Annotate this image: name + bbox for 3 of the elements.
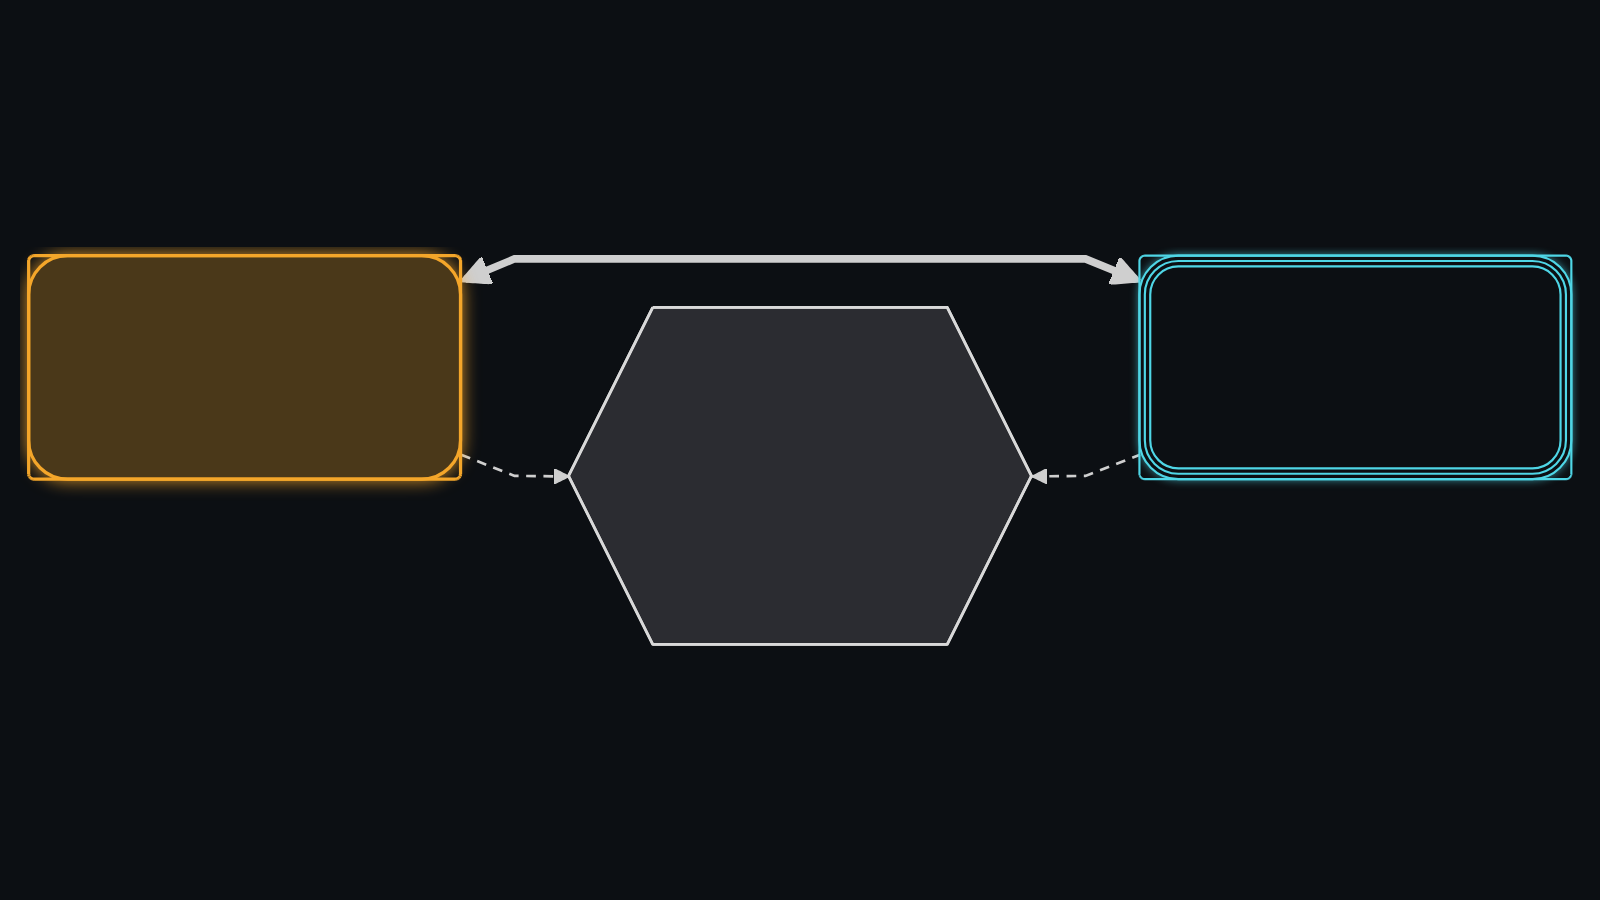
rounded-box [27, 254, 463, 481]
rounded-box [1138, 254, 1573, 481]
hexagon-node [567, 306, 1033, 646]
